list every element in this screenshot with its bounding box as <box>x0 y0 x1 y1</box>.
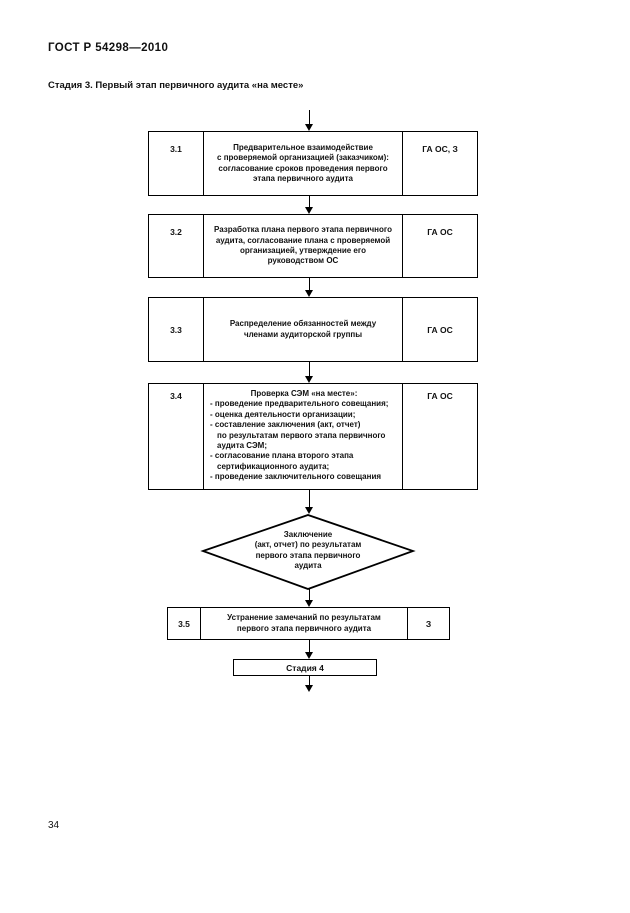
step-actor: З <box>407 608 449 639</box>
step-actor: ГА ОС <box>402 298 477 361</box>
stage-title: Стадия 3. Первый этап первичного аудита … <box>48 80 304 91</box>
doc-code: ГОСТ Р 54298—2010 <box>48 42 169 54</box>
flow-arrow-3 <box>305 362 314 383</box>
step-body: Проверка СЭМ «на месте»: - проведение пр… <box>204 384 402 489</box>
decision-diamond <box>200 514 416 590</box>
step-number: 3.5 <box>168 608 201 639</box>
step-text: Распределение обязанностей между членами… <box>229 319 377 339</box>
flow-arrow-1 <box>305 196 314 214</box>
flow-step-3-5: 3.5 Устранение замечаний по результатам … <box>167 607 450 640</box>
flow-step-3-4: 3.4 Проверка СЭМ «на месте»: - проведени… <box>148 383 478 490</box>
step-list-item: - проведение заключительного совещания <box>210 472 382 482</box>
flow-arrow-entry <box>305 110 314 131</box>
step-body: Устранение замечаний по результатам перв… <box>201 608 407 639</box>
flow-step-3-2: 3.2 Разработка плана первого этапа перви… <box>148 214 478 278</box>
decision-text: Заключение (акт, отчет) по результатам п… <box>254 530 362 571</box>
step-title: Проверка СЭМ «на месте»: <box>250 389 358 398</box>
arrow-line <box>308 362 311 378</box>
arrow-line <box>308 278 311 292</box>
step-body: Предварительное взаимодействие с проверя… <box>204 132 402 195</box>
step-body: Распределение обязанностей между членами… <box>204 298 402 361</box>
flow-step-3-1: 3.1 Предварительное взаимодействие с про… <box>148 131 478 196</box>
arrow-line <box>308 196 311 209</box>
step-list-item: - проведение предварительного совещания; <box>210 399 389 409</box>
flow-arrow-exit <box>305 675 314 692</box>
flow-arrow-2 <box>305 278 314 297</box>
arrow-head-icon <box>305 290 313 297</box>
arrow-line <box>308 640 311 654</box>
step-number: 3.3 <box>149 298 204 361</box>
arrow-head-icon <box>305 685 313 692</box>
arrow-head-icon <box>305 207 313 214</box>
step-number: 3.2 <box>149 215 204 277</box>
flow-step-3-3: 3.3 Распределение обязанностей между чле… <box>148 297 478 362</box>
next-stage-box: Стадия 4 <box>233 659 377 676</box>
arrow-line <box>308 490 311 509</box>
arrow-head-icon <box>305 376 313 383</box>
step-list-item: - составление заключения (акт, отчет) по… <box>210 420 386 450</box>
step-text: Устранение замечаний по результатам перв… <box>227 613 381 633</box>
step-list-item: - согласование плана второго этапа серти… <box>210 451 354 471</box>
arrow-line <box>308 110 311 126</box>
flow-arrow-6 <box>305 640 314 659</box>
step-actor: ГА ОС, З <box>402 132 477 195</box>
flow-arrow-5 <box>305 588 314 607</box>
arrow-line <box>308 588 311 602</box>
flow-arrow-4 <box>305 490 314 514</box>
arrow-head-icon <box>305 652 313 659</box>
arrow-head-icon <box>305 507 313 514</box>
step-text: Предварительное взаимодействие с проверя… <box>217 142 389 183</box>
step-body: Разработка плана первого этапа первичног… <box>204 215 402 277</box>
step-number: 3.1 <box>149 132 204 195</box>
step-actor: ГА ОС <box>402 384 477 489</box>
step-number: 3.4 <box>149 384 204 489</box>
step-actor: ГА ОС <box>402 215 477 277</box>
page-number: 34 <box>48 820 60 831</box>
arrow-head-icon <box>305 124 313 131</box>
step-list-item: - оценка деятельности организации; <box>210 409 356 419</box>
arrow-head-icon <box>305 600 313 607</box>
arrow-line <box>308 675 311 687</box>
step-text: Разработка плана первого этапа первичног… <box>213 225 393 266</box>
